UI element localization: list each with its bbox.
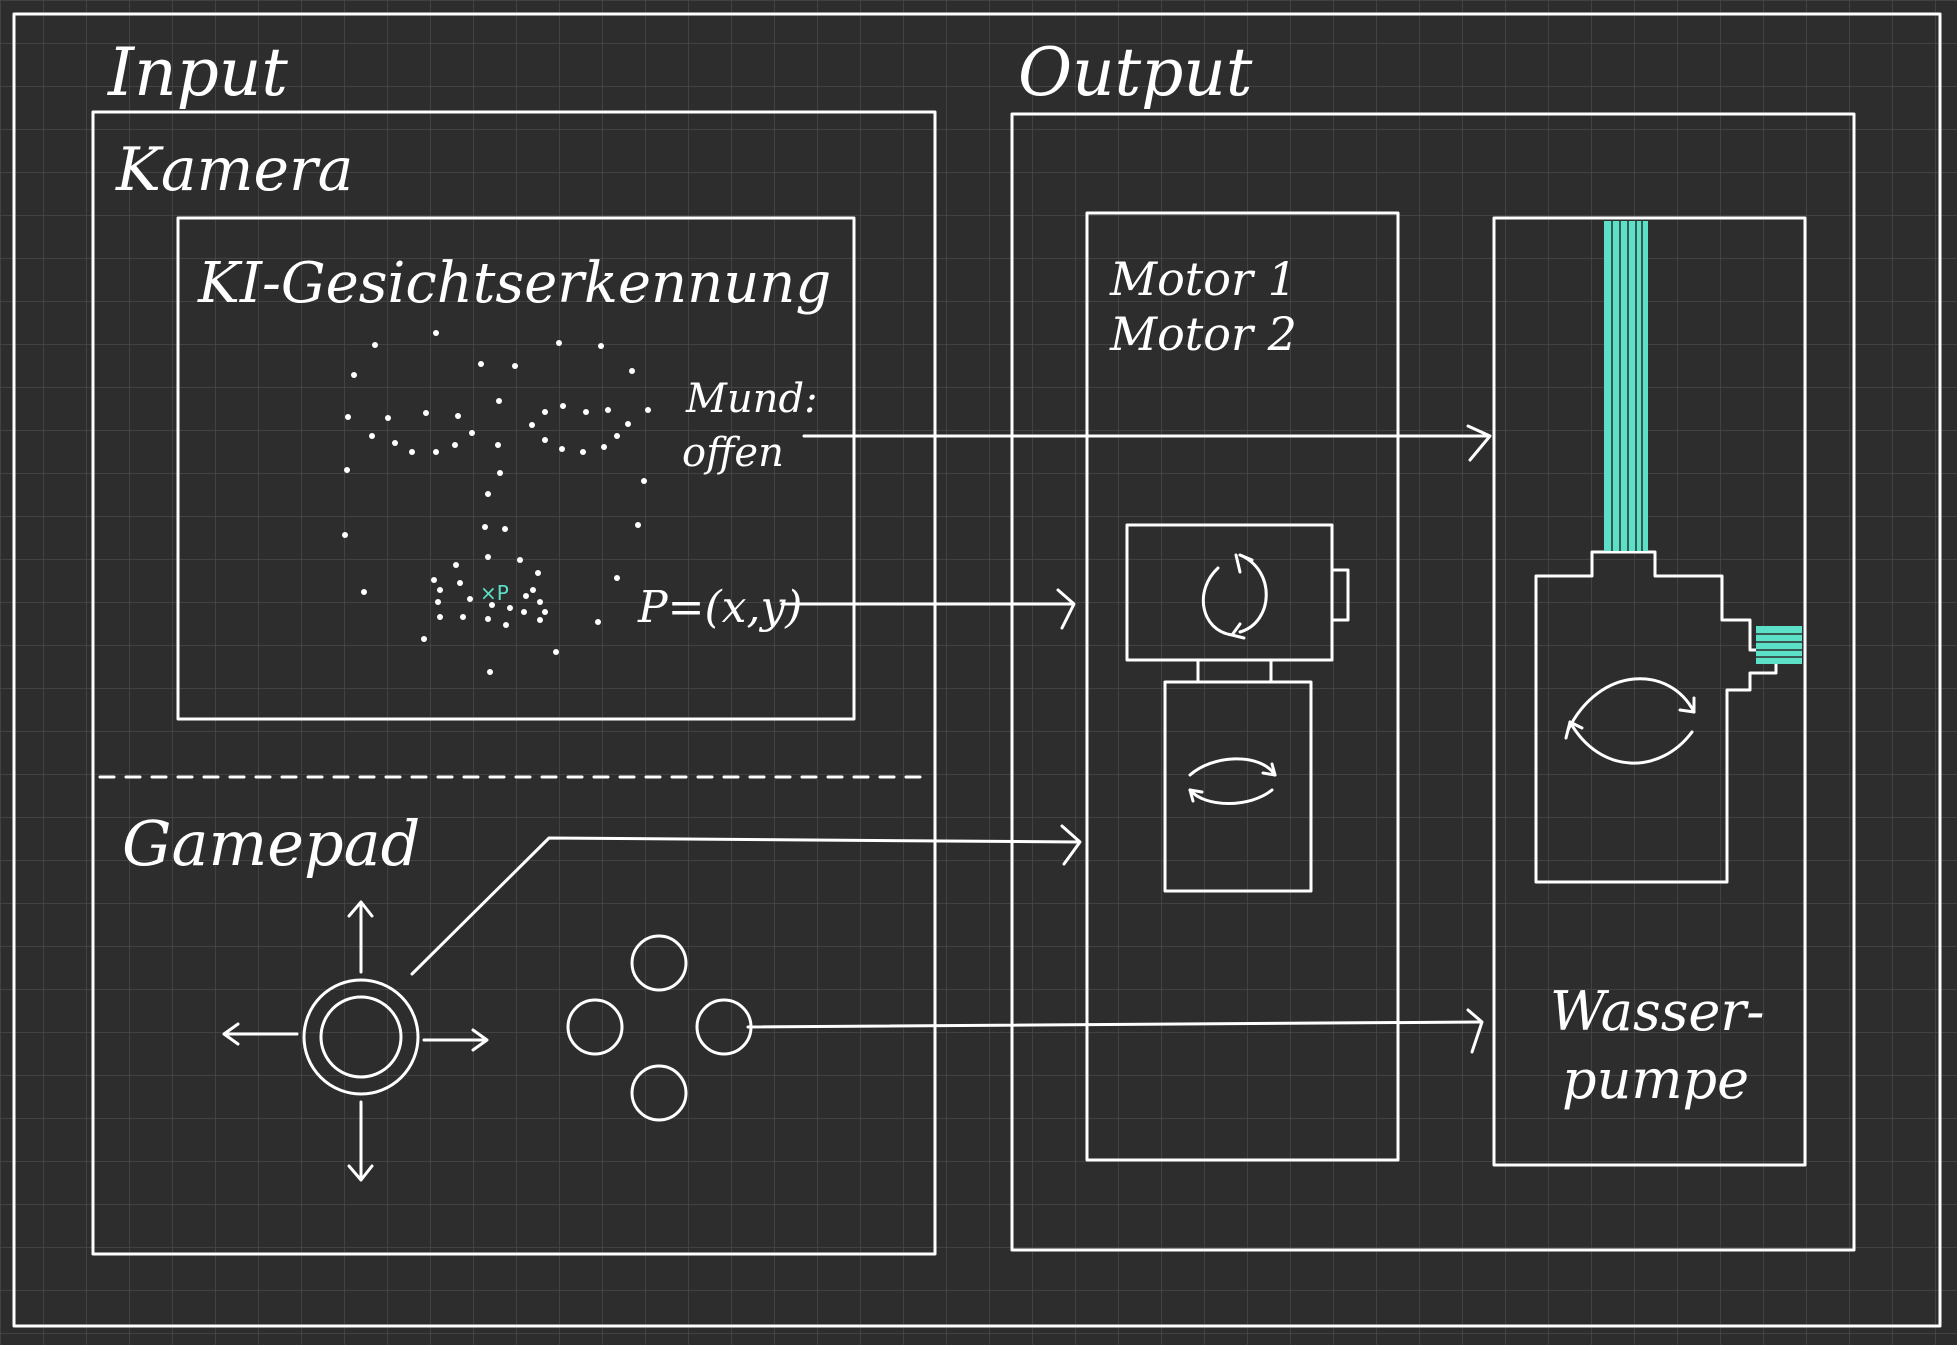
arrow-head xyxy=(1466,424,1492,462)
water-pipe-side xyxy=(1756,626,1802,664)
gamepad-label: Gamepad xyxy=(122,807,420,880)
face-landmarks xyxy=(342,330,651,675)
wasser-label-line1: Wasser- xyxy=(1550,980,1764,1043)
outer-frame xyxy=(12,12,1942,1328)
input-title: Input xyxy=(107,34,288,111)
motor1-label: Motor 1 xyxy=(1109,252,1297,306)
pump-icon xyxy=(1564,677,1696,765)
ki-box xyxy=(176,216,856,721)
arrow-head xyxy=(1060,824,1082,866)
gamepad-buttons-icon xyxy=(566,934,753,1122)
arrow-head xyxy=(1466,1008,1484,1054)
motor2-label: Motor 2 xyxy=(1109,307,1297,361)
motor-box xyxy=(1085,211,1400,1162)
pump-body xyxy=(1534,550,1778,884)
motor-bottom xyxy=(1163,680,1313,893)
rotate-icon xyxy=(1188,757,1277,805)
pump-box xyxy=(1492,216,1807,1167)
arrow-joystick-to-motor xyxy=(410,836,1080,976)
output-title: Output xyxy=(1018,34,1253,111)
joystick-icon xyxy=(222,900,489,1182)
ki-label: KI-Gesichtserkennung xyxy=(197,251,831,316)
rotate-icon xyxy=(1201,553,1268,640)
arrow-head xyxy=(1056,588,1076,630)
input-panel xyxy=(91,110,937,1256)
kamera-label: Kamera xyxy=(115,135,353,205)
mund-label-line2: offen xyxy=(682,430,784,476)
motor-top xyxy=(1125,523,1350,684)
water-pipe-side-lines xyxy=(1756,633,1802,658)
point-marker: ×P xyxy=(480,581,509,605)
mund-label-line1: Mund: xyxy=(685,376,818,422)
wasser-label-line2: pumpe xyxy=(1562,1048,1749,1111)
output-panel xyxy=(1010,112,1856,1252)
arrow-button-to-pump xyxy=(746,1020,1482,1029)
point-formula: P=(x,y) xyxy=(637,582,802,633)
water-pipe-top-lines xyxy=(1611,221,1643,551)
